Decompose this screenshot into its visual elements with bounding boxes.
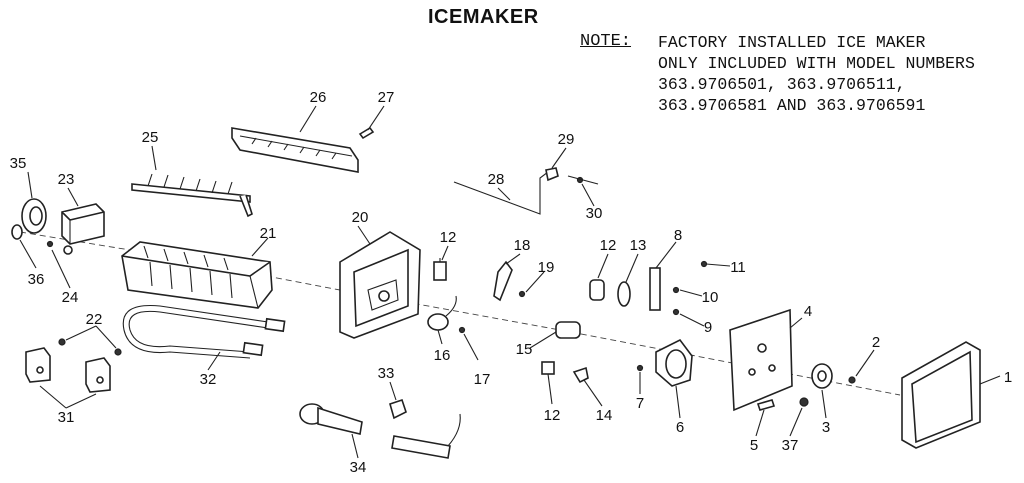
part-3-gear	[811, 363, 833, 389]
part-2-screw	[848, 376, 856, 384]
part-24-screws	[46, 240, 73, 255]
part-15-cam	[555, 321, 581, 339]
callout-2: 2	[872, 334, 880, 351]
part-21-mold	[121, 241, 273, 309]
part-28-shutoff-arm	[453, 171, 549, 215]
callout-9: 9	[704, 319, 712, 336]
callout-8: 8	[674, 227, 682, 244]
callout-28: 28	[488, 171, 505, 188]
part-35-ring	[21, 198, 47, 234]
part-17-screw	[458, 326, 466, 334]
part-29-clip	[545, 167, 559, 182]
callout-4: 4	[804, 303, 812, 320]
diagram-title: ICEMAKER	[428, 6, 539, 28]
note-label: NOTE:	[580, 32, 632, 51]
part-8-bracket	[649, 267, 661, 311]
part-11-screw	[700, 260, 708, 268]
callout-12-a: 12	[440, 229, 457, 246]
callout-20: 20	[352, 209, 369, 226]
part-10-screw	[672, 286, 680, 294]
callout-25: 25	[142, 129, 159, 146]
callout-12-c: 12	[544, 407, 561, 424]
part-13-spring	[617, 281, 631, 307]
callout-36: 36	[28, 271, 45, 288]
part-14-link	[572, 366, 589, 384]
callout-33: 33	[378, 365, 395, 382]
part-30-screw	[567, 175, 599, 185]
part-12-switch-b	[589, 279, 605, 301]
callout-14: 14	[596, 407, 613, 424]
part-34-fill-tube	[299, 403, 461, 459]
callout-18: 18	[514, 237, 531, 254]
part-7-screw	[636, 364, 644, 372]
callout-30: 30	[586, 205, 603, 222]
callout-29: 29	[558, 131, 575, 148]
callout-37: 37	[782, 437, 799, 454]
callout-23: 23	[58, 171, 75, 188]
callout-7: 7	[636, 395, 644, 412]
part-22-screws	[58, 338, 122, 356]
callout-6: 6	[676, 419, 684, 436]
part-12-switch-c	[541, 361, 555, 375]
callout-32: 32	[200, 371, 217, 388]
callout-1: 1	[1004, 369, 1012, 386]
callout-13: 13	[630, 237, 647, 254]
part-16-motor	[427, 295, 457, 331]
note-line-4: 363.9706581 AND 363.9706591	[658, 96, 926, 115]
callout-35: 35	[10, 155, 27, 172]
callout-34: 34	[350, 459, 367, 476]
part-20-housing	[339, 231, 421, 339]
part-6-motor	[655, 338, 693, 387]
callout-12-b: 12	[600, 237, 617, 254]
note-line-2: ONLY INCLUDED WITH MODEL NUMBERS	[658, 54, 975, 73]
part-9-screw	[672, 308, 680, 316]
callout-3: 3	[822, 419, 830, 436]
part-37-nut	[799, 397, 809, 407]
callout-5: 5	[750, 437, 758, 454]
part-5-screw	[756, 399, 776, 411]
callout-10: 10	[702, 289, 719, 306]
part-23-housing	[61, 203, 105, 245]
part-18-lever	[493, 260, 513, 302]
callout-19: 19	[538, 259, 555, 276]
callout-26: 26	[310, 89, 327, 106]
part-26-stripper	[231, 127, 359, 173]
part-32-heater	[122, 304, 286, 359]
callout-24: 24	[62, 289, 79, 306]
part-27-screw	[358, 126, 375, 140]
callout-21: 21	[260, 225, 277, 242]
part-36-washer	[11, 224, 23, 240]
callout-27: 27	[378, 89, 395, 106]
part-12-switch-a	[433, 258, 447, 281]
callout-22: 22	[86, 311, 103, 328]
note-line-1: FACTORY INSTALLED ICE MAKER	[658, 33, 926, 52]
part-19-screw	[518, 290, 526, 298]
note-line-3: 363.9706501, 363.9706511,	[658, 75, 906, 94]
callout-17: 17	[474, 371, 491, 388]
part-25-ejector	[131, 173, 253, 218]
part-33-clamp	[389, 398, 407, 420]
callout-15: 15	[516, 341, 533, 358]
note-text: FACTORY INSTALLED ICE MAKER ONLY INCLUDE…	[658, 32, 975, 116]
part-1-cover	[901, 341, 981, 449]
leader-lines	[19, 105, 1001, 459]
callout-16: 16	[434, 347, 451, 364]
callout-11: 11	[730, 259, 746, 276]
part-31-brackets	[25, 347, 111, 393]
callout-31: 31	[58, 409, 75, 426]
part-4-mounting-plate	[729, 308, 793, 412]
